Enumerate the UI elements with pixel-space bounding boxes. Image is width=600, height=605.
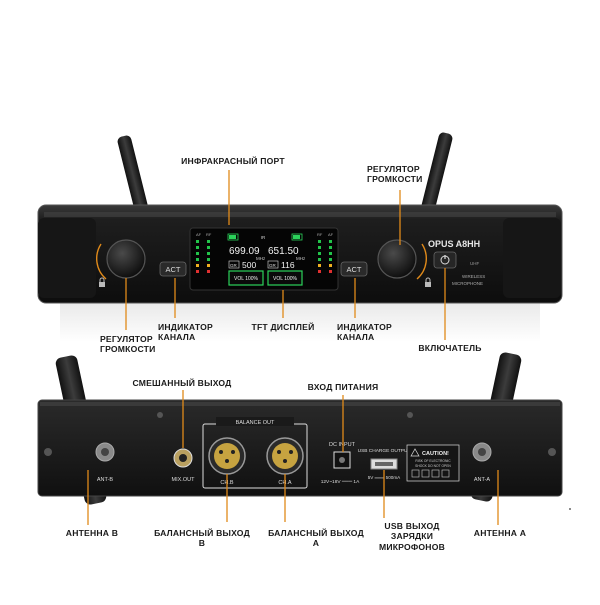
label-mix-out: СМЕШАННЫЙ ВЫХОД <box>132 378 232 388</box>
label-channel-indicator-right: ИНДИКАТОР КАНАЛА <box>337 322 397 343</box>
front-reflection <box>60 300 540 342</box>
mix-out-label: MIX.OUT <box>172 477 196 483</box>
uhf-label: UHF <box>470 261 479 266</box>
level-meter-right: RF AF <box>317 232 334 273</box>
usb-title: USB CHARGE OUTPUT <box>358 448 411 454</box>
lock-icon-left <box>99 277 105 287</box>
label-balanced-out-b: БАЛАНСНЫЙ ВЫХОД В <box>154 528 250 549</box>
act-button-left[interactable]: ACT <box>159 261 187 277</box>
af-label-right: AF <box>328 232 334 237</box>
volume-knob-right[interactable] <box>377 239 427 280</box>
ant-a-label: ANT-A <box>474 477 491 483</box>
xlr-connector-a[interactable] <box>266 437 304 475</box>
label-antenna-b: АНТЕННА В <box>65 528 119 538</box>
label-volume-right-line2: ГРОМКОСТИ <box>367 174 423 185</box>
tft-display: AF RF RF AF IR 699.09 MHz 651.50 <box>189 227 339 291</box>
label-channel-indicator-left-line1: ИНДИКАТОР <box>158 322 213 332</box>
battery-icon-ch1 <box>227 233 239 241</box>
battery-icon-ch2 <box>291 233 303 241</box>
rear-callouts <box>87 390 499 525</box>
label-antenna-a: АНТЕННА А <box>473 528 527 538</box>
caution-label: CAUTION! RISK OF ELECTRONIC SHOCK DO NOT… <box>406 444 460 482</box>
ch1-group: 500 <box>242 260 256 270</box>
brand-name: OPUS A8HH <box>428 239 480 249</box>
label-usb-charge-line1: USB ВЫХОД <box>384 521 440 531</box>
xlr-connector-b[interactable] <box>208 437 246 475</box>
af-label-left: AF <box>196 232 202 237</box>
ch2-volume: VOL 100% <box>273 276 298 282</box>
label-power-switch: ВКЛЮЧАТЕЛЬ <box>418 343 482 353</box>
label-power-input: ВХОД ПИТАНИЯ <box>307 382 379 392</box>
ir-tag: IR <box>261 235 266 240</box>
ch2-group: 116 <box>281 260 295 270</box>
caution-text-2: SHOCK DO NOT OPEN <box>415 464 451 468</box>
ch1-volume: VOL 100% <box>234 276 259 282</box>
antenna-left <box>117 135 149 215</box>
ch1-frequency: 699.09 <box>229 246 260 257</box>
label-ir-port: ИНФРАКРАСНЫЙ ПОРТ <box>181 156 285 166</box>
ch1-tag: GR <box>230 263 238 268</box>
ch2-tag: GR <box>269 263 277 268</box>
caution-text-1: RISK OF ELECTRONIC <box>415 459 451 463</box>
rear-unit: ANT-B ANT-A MIX.OUT BALANCE OUT CH.B CH.… <box>37 352 563 505</box>
warning-icon <box>410 448 420 457</box>
label-balanced-out-a: БАЛАНСНЫЙ ВЫХОД А <box>268 528 364 549</box>
wireless-line2: MICROPHONE <box>452 281 483 286</box>
label-usb-charge-line3: МИКРОФОНОВ <box>379 541 445 552</box>
power-button[interactable] <box>433 251 457 269</box>
right-grip <box>503 218 561 298</box>
dc-rating: 12V~18V ═══ 1A <box>321 479 360 485</box>
left-grip <box>38 218 96 298</box>
label-volume-left: РЕГУЛЯТОР ГРОМКОСТИ <box>100 334 170 355</box>
level-meter-left: AF RF <box>196 232 212 273</box>
lock-icon-right <box>425 277 431 287</box>
antenna-right <box>421 132 453 212</box>
ch2-freq-unit: MHz <box>296 256 306 261</box>
ch2-frequency: 651.50 <box>268 246 299 257</box>
label-usb-charge-line2: ЗАРЯДКИ <box>390 531 434 542</box>
balance-out-label: BALANCE OUT <box>236 420 275 426</box>
ch1-freq-unit: MHz <box>256 256 266 261</box>
label-channel-indicator-right-line1: ИНДИКАТОР <box>337 322 392 332</box>
front-unit: ACT AF RF RF <box>37 132 563 342</box>
ant-b-label: ANT-B <box>97 477 114 483</box>
label-usb-charge: USB ВЫХОД ЗАРЯДКИ МИКРОФОНОВ <box>374 521 450 552</box>
act-label-right: ACT <box>347 265 362 274</box>
label-volume-left-line2: ГРОМКОСТИ <box>100 344 156 355</box>
rf-label-right: RF <box>317 232 323 237</box>
label-volume-left-line1: РЕГУЛЯТОР <box>100 334 153 344</box>
rf-label-left: RF <box>206 232 212 237</box>
dc-input-label: DC INPUT <box>329 442 356 448</box>
wireless-line1: WIRELESS <box>462 274 485 279</box>
label-channel-indicator-right-line2: КАНАЛА <box>337 332 375 343</box>
caution-title: CAUTION! <box>422 451 449 457</box>
label-volume-right: РЕГУЛЯТОР ГРОМКОСТИ <box>367 164 437 185</box>
label-tft-display: TFT ДИСПЛЕЙ <box>251 322 315 332</box>
act-label-left: ACT <box>166 265 181 274</box>
act-button-right[interactable]: ACT <box>340 261 368 277</box>
front-callouts <box>125 170 446 340</box>
label-channel-indicator-left: ИНДИКАТОР КАНАЛА <box>158 322 218 343</box>
label-volume-right-line1: РЕГУЛЯТОР <box>367 164 420 174</box>
label-channel-indicator-left-line2: КАНАЛА <box>158 332 196 343</box>
